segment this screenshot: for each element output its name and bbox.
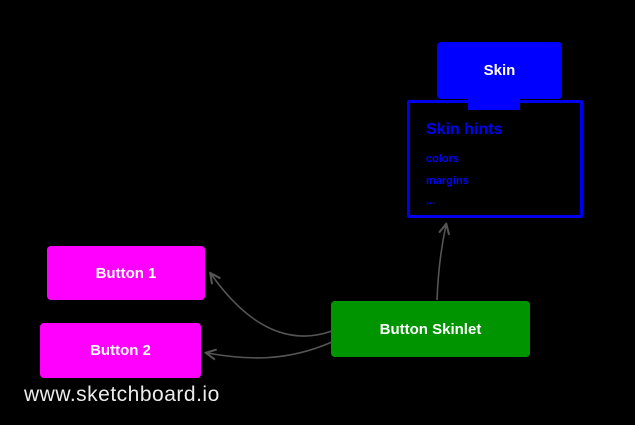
connector-skinlet-to-skin-hints[interactable] bbox=[436, 225, 446, 301]
skin-hints-title: Skin hints bbox=[426, 121, 503, 138]
skin-hints-item-ellipsis: ... bbox=[426, 195, 436, 207]
node-skin[interactable]: Skin bbox=[437, 42, 562, 99]
sketchboard-watermark: www.sketchboard.io bbox=[24, 383, 220, 406]
node-button2[interactable]: Button 2 bbox=[40, 323, 201, 378]
skin-hints-item-colors: colors bbox=[426, 153, 460, 165]
node-button1-label: Button 1 bbox=[95, 264, 157, 282]
connector-skinlet-to-button2[interactable] bbox=[207, 341, 333, 358]
node-button2-label: Button 2 bbox=[90, 342, 151, 359]
node-skin-connector-tab bbox=[468, 95, 520, 110]
node-button-skinlet-label: Button Skinlet bbox=[379, 320, 482, 338]
connector-skinlet-to-button1[interactable] bbox=[211, 274, 333, 337]
node-button-skinlet[interactable]: Button Skinlet bbox=[331, 301, 530, 357]
skin-hints-item-margins: margins bbox=[426, 175, 469, 187]
node-skin-hints[interactable]: Skin hints colors margins ... bbox=[407, 100, 583, 218]
node-button1[interactable]: Button 1 bbox=[47, 246, 205, 300]
node-skin-label: Skin bbox=[483, 62, 516, 79]
